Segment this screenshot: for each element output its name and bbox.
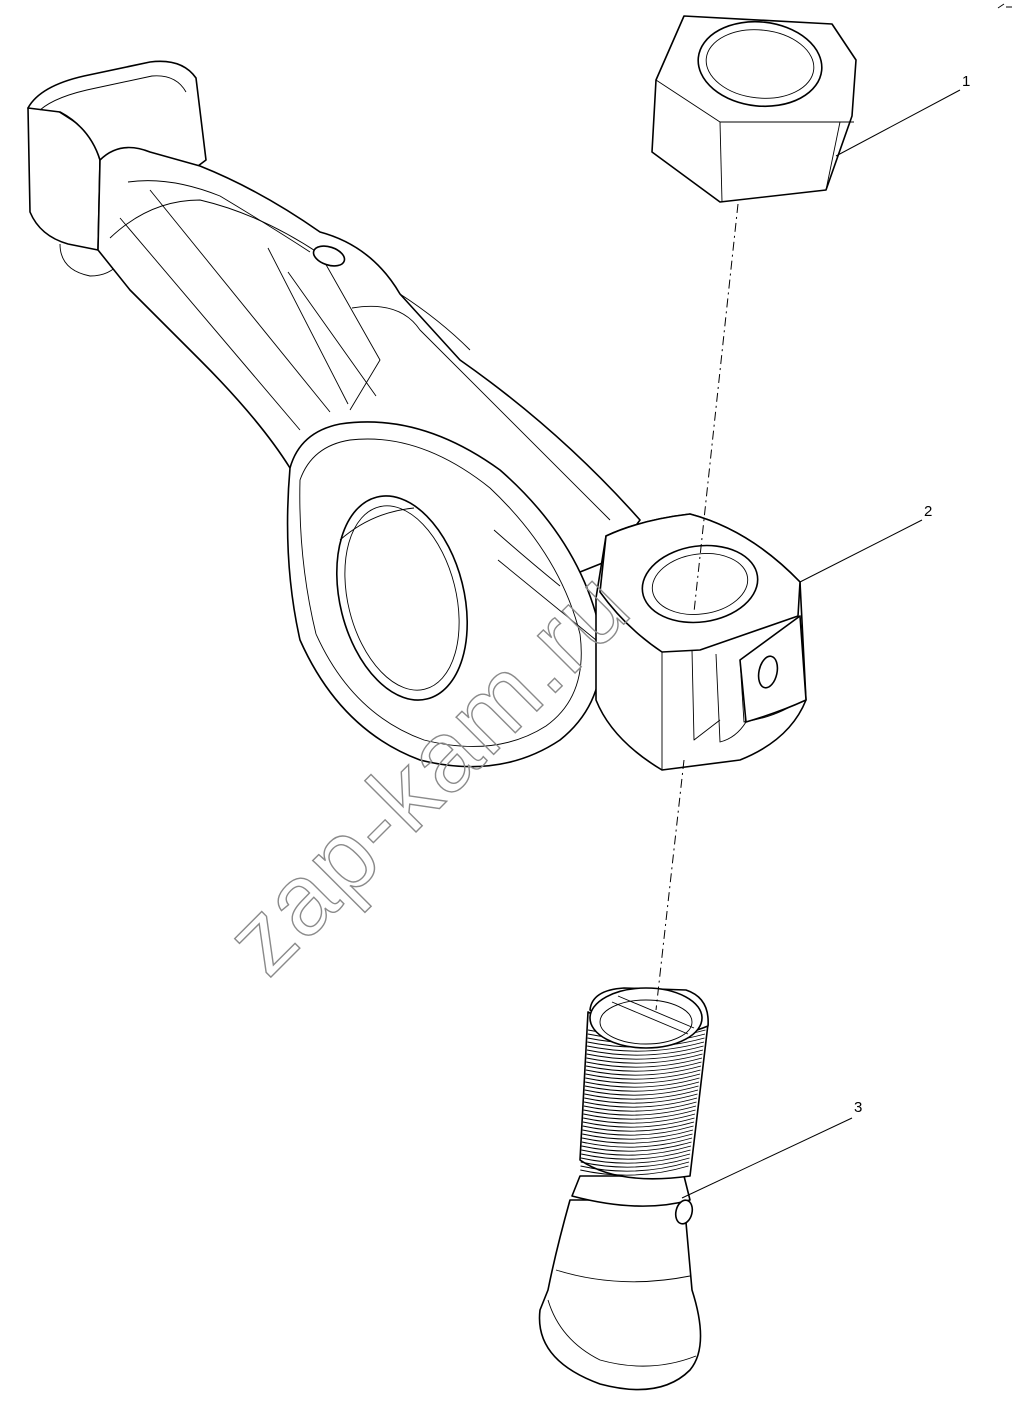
thread-line: [586, 1057, 703, 1068]
thread-line: [581, 1149, 691, 1160]
thread-line: [582, 1121, 695, 1132]
thread-line: [583, 1109, 696, 1120]
thread-line: [586, 1049, 704, 1060]
thread-line: [582, 1117, 695, 1128]
thread-line: [580, 1153, 691, 1164]
thread-line: [584, 1085, 699, 1096]
thread-line: [584, 1093, 698, 1104]
centerline-arm-to-screw: [655, 759, 685, 1011]
adjusting-screw: [538, 987, 709, 1391]
thread-line: [582, 1129, 694, 1140]
thread-line: [581, 1137, 693, 1148]
thread-lines: [580, 1025, 707, 1176]
nut: [651, 15, 857, 203]
callout-number-2: 2: [924, 503, 932, 520]
thread-line: [582, 1125, 694, 1136]
thread-line: [585, 1061, 702, 1072]
thread-line: [580, 1157, 690, 1168]
corner-mark: [997, 3, 1012, 9]
leader-line-2: [799, 519, 923, 583]
rocker-arm: [27, 60, 807, 771]
thread-line: [584, 1081, 700, 1092]
thread-line: [581, 1145, 692, 1156]
thread-line: [583, 1105, 697, 1116]
thread-line: [585, 1065, 702, 1076]
thread-line: [585, 1073, 701, 1084]
leader-line-1: [835, 89, 961, 157]
thread-line: [584, 1089, 699, 1100]
thread-line: [580, 1161, 690, 1172]
thread-line: [583, 1097, 698, 1108]
thread-line: [583, 1101, 697, 1112]
thread-line: [586, 1053, 703, 1064]
thread-line: [581, 1141, 692, 1152]
callout-number-3: 3: [854, 1099, 862, 1116]
thread-line: [580, 1165, 689, 1176]
thread-line: [581, 1133, 693, 1144]
thread-line: [586, 1045, 704, 1056]
leader-line-3: [681, 1117, 853, 1199]
thread-line: [585, 1069, 701, 1080]
thread-line: [583, 1113, 696, 1124]
callout-number-1: 1: [962, 73, 970, 90]
thread-line: [587, 1041, 705, 1052]
thread-line: [585, 1077, 700, 1088]
